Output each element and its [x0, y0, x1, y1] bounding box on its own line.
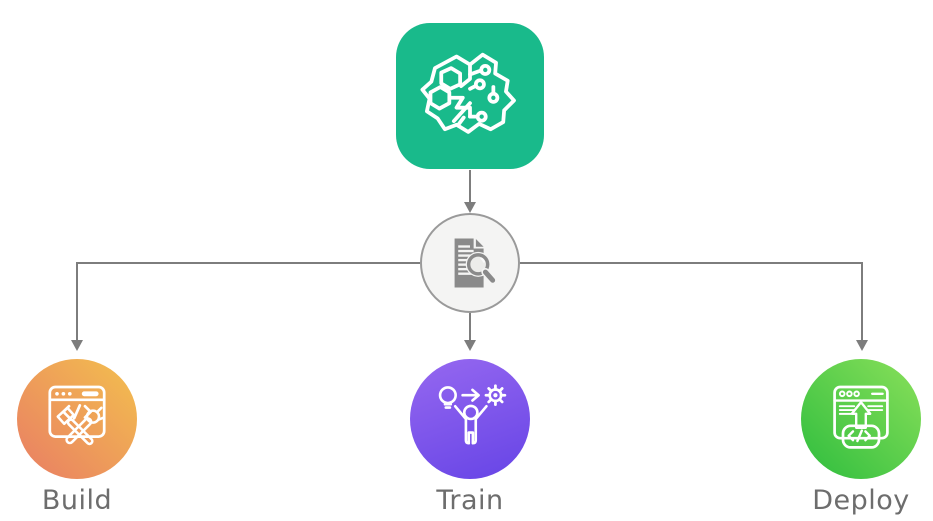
connector-root-to-hub	[469, 170, 471, 202]
train-person-icon	[429, 378, 511, 460]
deploy-node	[801, 359, 921, 479]
arrowhead-build	[71, 340, 83, 351]
arrowhead-deploy	[856, 340, 868, 351]
connector-down-train	[469, 313, 471, 340]
document-search-icon	[441, 234, 499, 292]
ai-brain-node	[396, 23, 544, 169]
train-node	[410, 359, 530, 479]
deploy-upload-icon	[821, 379, 901, 459]
connector-hub-left	[77, 262, 420, 264]
arrowhead-train	[464, 340, 476, 351]
build-label: Build	[41, 485, 113, 516]
train-label: Train	[436, 485, 504, 516]
connector-down-deploy	[861, 262, 863, 340]
deploy-label: Deploy	[812, 485, 910, 516]
arrowhead-root-to-hub	[464, 202, 476, 213]
brain-circuit-icon	[417, 48, 523, 144]
build-tools-icon	[37, 379, 117, 459]
document-review-hub	[420, 213, 520, 313]
connector-hub-right	[520, 262, 862, 264]
connector-down-build	[76, 262, 78, 340]
build-node	[17, 359, 137, 479]
